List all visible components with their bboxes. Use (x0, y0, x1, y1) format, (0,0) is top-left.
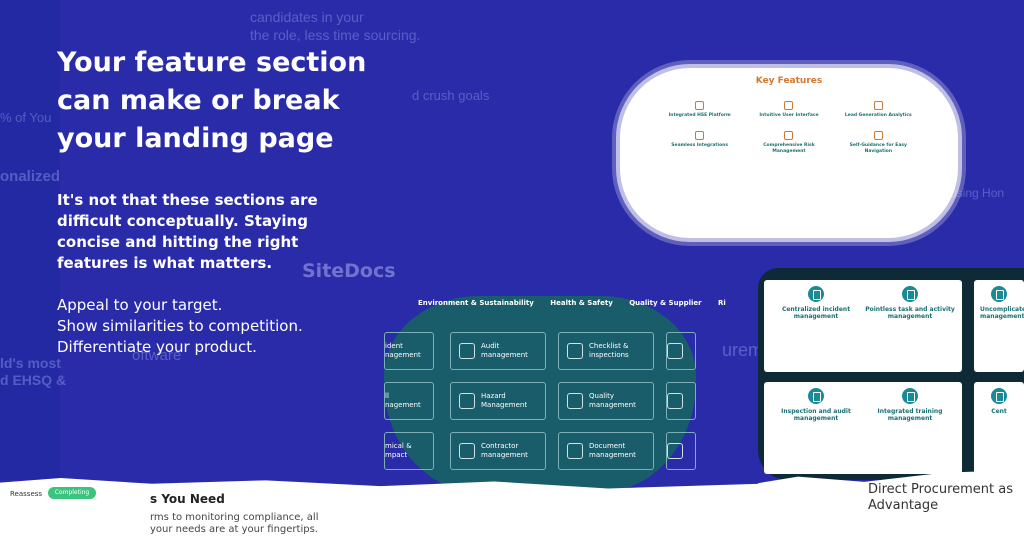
feature-item: Self-Guidance for Easy Navigation (839, 130, 918, 161)
background-text: candidates in your the role, less time s… (250, 9, 421, 43)
capability-card[interactable]: Uncomplicated management (974, 280, 1024, 372)
key-features-subtitle (700, 90, 878, 95)
module-tile[interactable]: Hazard Management (450, 382, 546, 420)
module-tile[interactable] (666, 382, 696, 420)
key-features-title: Key Features (755, 76, 823, 86)
needs-heading: s You Need (150, 492, 225, 506)
feature-item: Intuitive User Interface (749, 101, 828, 125)
feature-icon (695, 101, 705, 110)
capability-card[interactable]: Inspection and audit management (764, 382, 868, 474)
headline: Your feature section can make or break y… (57, 47, 367, 154)
module-tile[interactable] (666, 432, 696, 470)
module-tile[interactable] (666, 332, 696, 370)
capability-card[interactable]: Pointless task and activity management (858, 280, 962, 372)
inspection-icon (808, 388, 824, 404)
background-text: % of You (0, 110, 52, 125)
quality-icon (567, 393, 583, 409)
bottom-screenshot-strip (0, 478, 760, 536)
module-tile[interactable]: Audit management (450, 332, 546, 370)
capability-card[interactable]: Centralized incident management (764, 280, 868, 372)
feature-item: Seamless Integrations (660, 130, 739, 161)
feature-icon (873, 130, 883, 140)
management-icon (991, 286, 1007, 302)
task-icon (902, 286, 918, 302)
module-tab-bar: Environment & Sustainability Health & Sa… (418, 299, 740, 307)
certificate-icon (991, 388, 1007, 404)
bottom-right-strip (758, 470, 1024, 536)
tool-icon (667, 443, 683, 459)
capability-card[interactable]: Cent (974, 382, 1024, 474)
module-tile[interactable]: mical & mpact (384, 432, 434, 470)
briefcase-icon (667, 393, 683, 409)
tip-item: Appeal to your target. (57, 296, 223, 314)
tab-environment[interactable]: Environment & Sustainability (418, 299, 534, 307)
module-tile[interactable]: Contractor management (450, 432, 546, 470)
hazard-icon (459, 393, 475, 409)
training-icon (902, 388, 918, 404)
feature-icon (784, 101, 794, 110)
status-pill: Completing (48, 487, 96, 499)
module-tabs-panel (384, 296, 696, 492)
incident-icon (808, 286, 824, 302)
feature-icon (873, 101, 883, 110)
tips-list: Appeal to your target. Show similarities… (57, 295, 357, 358)
module-tile[interactable]: Checklist & inspections (558, 332, 654, 370)
warning-icon (667, 343, 683, 359)
capability-card[interactable]: Integrated training management (858, 382, 962, 474)
module-tile[interactable]: ll nagement (384, 382, 434, 420)
audit-icon (459, 343, 475, 359)
feature-item: Comprehensive Risk Management (749, 130, 828, 161)
tab-quality-supplier[interactable]: Quality & Supplier (629, 299, 702, 307)
background-text: oftware (132, 347, 182, 364)
reassess-label: Reassess (10, 490, 43, 498)
body-paragraph: It's not that these sections are difficu… (57, 191, 318, 272)
document-icon (567, 443, 583, 459)
module-tile[interactable]: Document management (558, 432, 654, 470)
background-text: onalized (0, 168, 61, 185)
background-text: ld's most d EHSQ & (0, 355, 67, 388)
tip-item: Differentiate your product. (57, 338, 257, 356)
procurement-heading: Direct Procurement as Advantage (868, 482, 1013, 513)
feature-item: Lead Generation Analytics (839, 101, 918, 125)
feature-icon (784, 130, 794, 140)
module-tile[interactable]: Quality management (558, 382, 654, 420)
contractor-icon (459, 443, 475, 459)
module-tile[interactable]: ident nagement (384, 332, 434, 370)
needs-description: rms to monitoring compliance, all your n… (150, 512, 319, 535)
background-text: d crush goals (412, 88, 490, 103)
tip-item: Show similarities to competition. (57, 317, 303, 335)
feature-icon (695, 130, 705, 140)
tab-health-safety[interactable]: Health & Safety (550, 299, 613, 307)
feature-item: Integrated HSE Platform (660, 101, 739, 125)
checklist-icon (567, 343, 583, 359)
sitedocs-logo: SiteDocs (302, 260, 396, 282)
tab-risk[interactable]: Ri (718, 299, 726, 307)
key-features-grid: Integrated HSE Platform Intuitive User I… (660, 101, 918, 160)
background-strip (0, 0, 60, 480)
key-features-panel: Key Features Integrated HSE Platform Int… (620, 68, 958, 238)
